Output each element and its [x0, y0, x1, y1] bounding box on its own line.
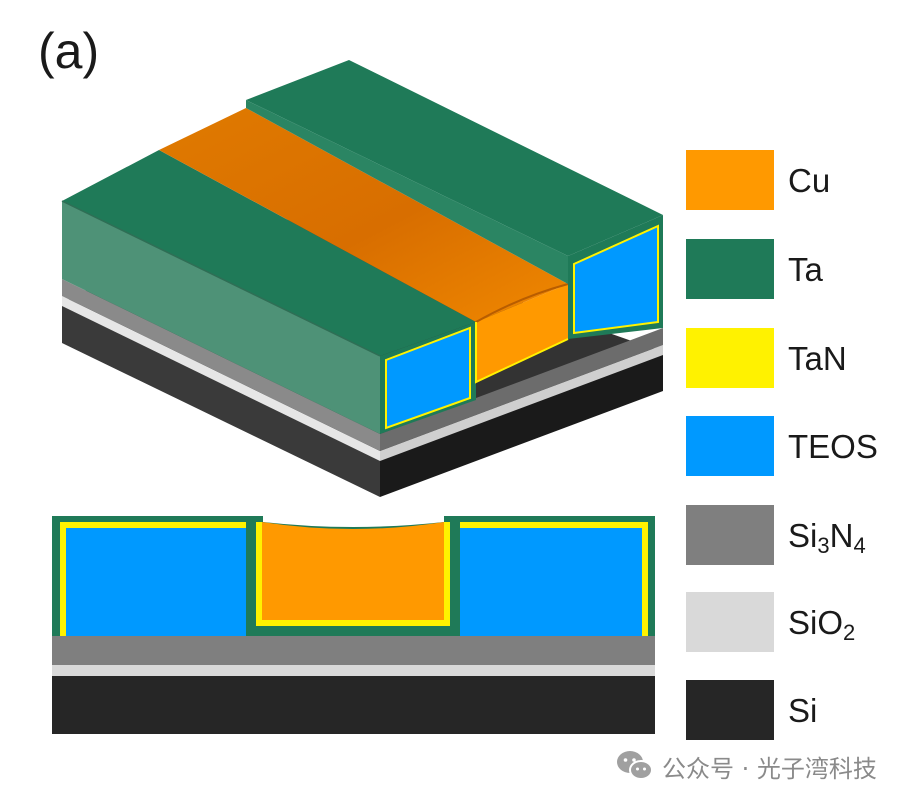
iso-sio2-right [380, 345, 663, 461]
panel-label: (a) [38, 23, 100, 79]
iso-cu-right-face [476, 284, 568, 382]
iso-cu-dish-edge [475, 283, 569, 323]
watermark: 公众号 · 光子湾科技 [616, 746, 877, 786]
iso-si3n4-right [380, 328, 663, 451]
xs-teos-right [460, 528, 642, 636]
watermark-text: 公众号 · 光子湾科技 [662, 754, 877, 783]
wechat-icon [617, 751, 653, 780]
iso-right-ta-trench-wall [246, 100, 568, 284]
xs-sio2 [52, 665, 655, 676]
legend-label-si3n4: Si3N4 [788, 517, 866, 558]
cross-section-view [52, 516, 655, 734]
legend-label-tan: TaN [788, 340, 847, 377]
iso-left-ta-front [62, 201, 380, 434]
legend-swatch-cu [686, 150, 774, 210]
legend-label-ta: Ta [788, 251, 823, 288]
xs-teos-left [66, 528, 246, 636]
iso-left-teos-side [385, 326, 471, 430]
legend-label-sio2: SiO2 [788, 604, 856, 645]
legend-item-si: Si [686, 680, 916, 742]
iso-sio2-front [62, 296, 380, 461]
legend-swatch-si [686, 680, 774, 740]
iso-right-ta-top [246, 60, 663, 256]
legend-swatch-teos [686, 416, 774, 476]
iso-si-front [62, 303, 380, 497]
legend-item-si3n4: Si3N4 [686, 505, 916, 567]
legend-label-si: Si [788, 692, 818, 729]
iso-cu-top [159, 108, 568, 322]
legend-item-teos: TEOS [686, 416, 916, 478]
iso-si3n4-front [62, 279, 380, 451]
legend-swatch-tan [686, 328, 774, 388]
legend-item-sio2: SiO2 [686, 592, 916, 654]
iso-right-teos-front [573, 224, 659, 335]
xs-si [52, 676, 655, 734]
xs-cu-fill [262, 522, 444, 620]
iso-si-right [380, 352, 663, 497]
legend-label-cu: Cu [788, 162, 831, 199]
xs-si3n4 [52, 636, 655, 665]
isometric-view [61, 60, 663, 497]
legend-item-ta: Ta [686, 239, 916, 301]
legend-swatch-sio2 [686, 592, 774, 652]
iso-left-ta-top [62, 150, 476, 356]
legend-item-cu: Cu [686, 150, 916, 212]
legend-item-tan: TaN [686, 328, 916, 390]
legend-swatch-ta [686, 239, 774, 299]
legend-swatch-si3n4 [686, 505, 774, 565]
legend-label-teos: TEOS [788, 428, 878, 465]
